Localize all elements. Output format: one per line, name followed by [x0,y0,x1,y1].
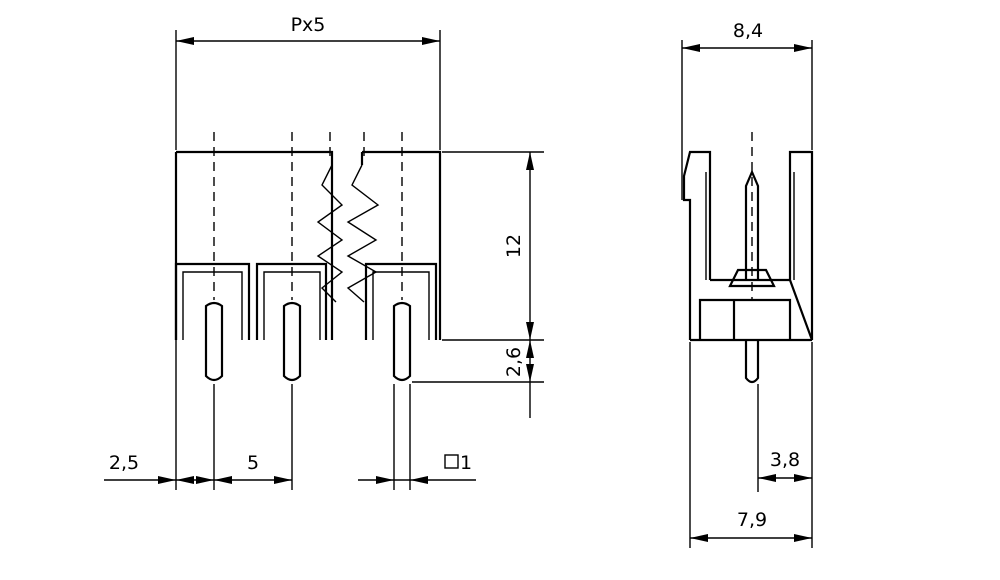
pocket-3 [364,262,438,340]
side-dimensions: 8,4 3,8 7,9 [681,20,813,548]
dim-width-top: 8,4 [733,20,763,42]
side-pin [728,169,776,384]
side-view [682,132,814,384]
pocket-2 [255,262,328,340]
pin-3 [392,301,412,382]
dim-pin-offset-side: 3,8 [770,449,800,471]
dim-height-body: 12 [503,234,525,258]
pocket-1 [174,262,251,340]
dim-offset-first: 2,5 [109,452,139,474]
pin-1 [204,301,224,382]
housing-outline-right [362,150,442,340]
break-line-2 [346,164,380,303]
dim-pin-square: 1 [460,452,472,474]
front-view [174,132,442,382]
side-shelf [698,298,792,340]
break-line-1 [316,164,344,303]
dim-pitch-total: Px5 [291,14,326,36]
pocket-3-inner [372,271,430,340]
front-dimensions: Px5 12 2,6 2,5 5 1 [104,14,544,490]
dim-width-bottom: 7,9 [737,509,767,531]
square-section-icon [444,454,459,469]
dim-pin-length: 2,6 [503,347,525,377]
side-housing-outline [682,150,814,341]
housing-outline-left [176,150,334,340]
pin-2 [282,301,302,382]
pocket-1-inner [182,271,243,340]
dim-pitch: 5 [247,452,259,474]
